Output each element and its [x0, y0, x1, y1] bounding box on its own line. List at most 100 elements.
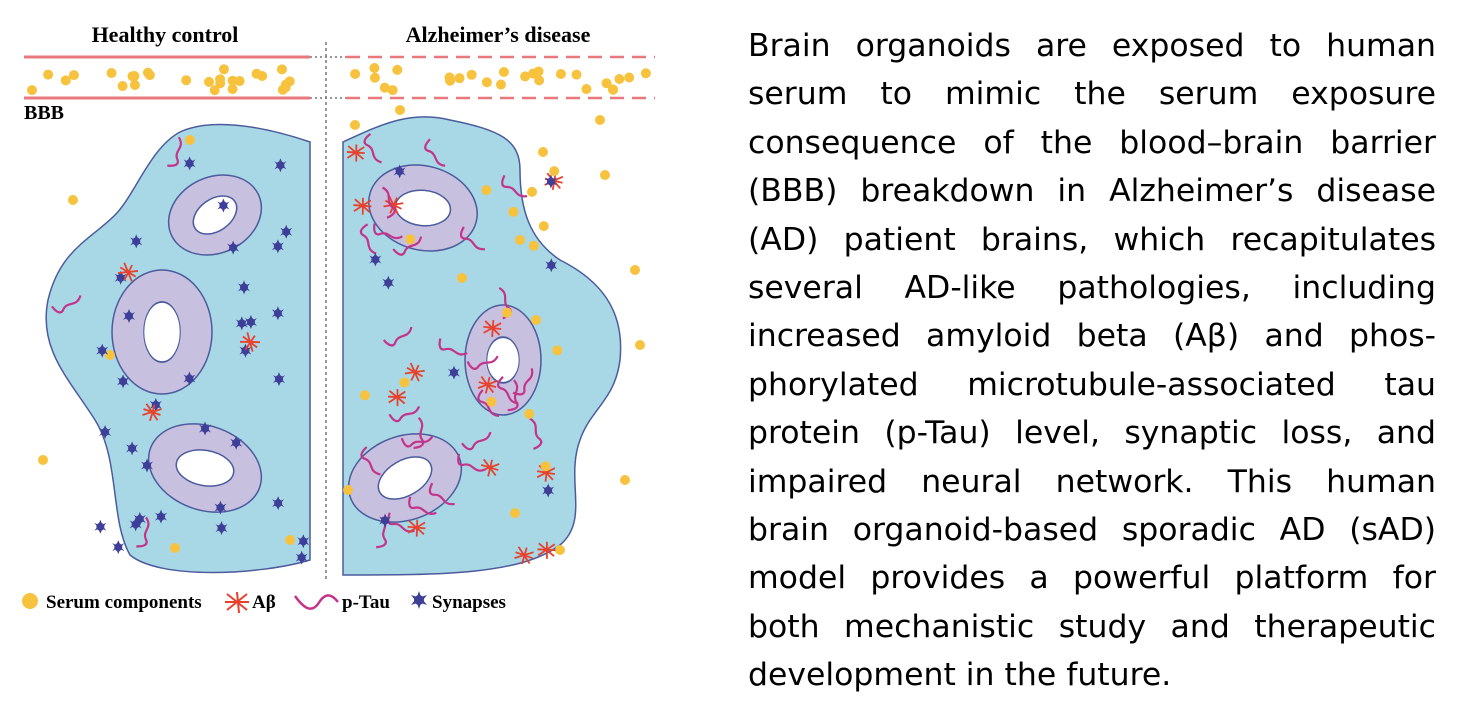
serum-dot [509, 508, 520, 519]
serum-dot [552, 345, 563, 356]
ptau-mark [457, 453, 486, 472]
description-line: Brain organoids are exposed to human [748, 28, 1436, 64]
ptau-mark [373, 223, 403, 240]
abeta-stroke [355, 144, 358, 162]
abeta-stroke [415, 519, 419, 537]
synapse-mark [227, 240, 240, 255]
synapse-mark [393, 164, 406, 179]
synapse-spikes [96, 343, 109, 358]
synapse-spikes [235, 316, 248, 331]
synapse-spikes [273, 372, 286, 387]
synapse-spikes [280, 224, 293, 239]
serum-dot [392, 64, 403, 75]
synapse-spikes [542, 483, 555, 498]
ptau-mark [387, 512, 415, 533]
synapse-spikes [271, 239, 284, 254]
synapse-mark [274, 158, 287, 173]
serum-dot [405, 234, 416, 245]
description-paragraph: Brain organoids are exposed to human seru… [748, 22, 1436, 699]
synapse-mark [544, 174, 557, 189]
alzheimers-organoid-diagram: Healthy control Alzheimer’s disease BBB … [0, 0, 700, 700]
serum-dot [486, 396, 497, 407]
synapse-spikes [94, 519, 107, 534]
serum-dot [343, 485, 353, 495]
synapse-mark [297, 534, 310, 549]
serum-dot [218, 64, 229, 75]
legend: Serum components Aβ p-Tau Synapses [22, 591, 506, 614]
serum-dot [540, 461, 551, 472]
description-line: phorylated microtubule-associated tau [748, 366, 1436, 403]
synapse-spikes [183, 371, 196, 386]
synapse-spikes [239, 343, 252, 358]
synapse-spikes [122, 309, 135, 324]
serum-dot [350, 68, 361, 79]
ptau-mark [392, 236, 423, 256]
description-line: (AD) patient brains, which recapitulates [748, 221, 1436, 258]
abeta-stroke [123, 264, 133, 281]
synapse-mark [295, 550, 308, 565]
ptau-mark [512, 368, 534, 396]
ptau-mark [438, 338, 468, 356]
synapse-mark [545, 258, 558, 273]
synapse-mark [369, 252, 382, 267]
diagram-svg: Healthy control Alzheimer’s disease BBB … [22, 22, 655, 614]
serum-dot [38, 455, 48, 465]
synapse-mark [280, 224, 293, 239]
serum-dot [515, 235, 525, 245]
serum-dot [68, 195, 78, 205]
synapse-mark [217, 198, 230, 213]
legend-synapses-label: Synapses [432, 592, 506, 613]
description-line: brain organoid-based sporadic AD (sAD) [748, 511, 1436, 548]
serum-dot [105, 350, 115, 360]
serum-dot [369, 63, 380, 74]
cell [147, 423, 263, 513]
ptau-mark [424, 138, 446, 167]
serum-dot [284, 76, 295, 87]
abeta-mark [239, 332, 261, 352]
abeta-mark [353, 197, 372, 215]
serum-dot [257, 70, 268, 81]
synapse-mark [379, 513, 392, 528]
synapse-mark [94, 519, 107, 534]
ptau-mark [388, 405, 421, 423]
serum-dot [369, 72, 380, 83]
abeta-stroke [361, 197, 364, 215]
synapse-mark [141, 458, 154, 473]
description-line: several AD-like pathologies, including [748, 269, 1436, 306]
synapse-mark [238, 280, 251, 295]
cell [111, 269, 213, 395]
abeta-icon [225, 591, 249, 614]
serum-dot [170, 543, 180, 553]
serum-dot [142, 67, 153, 78]
synapse-spikes [274, 158, 287, 173]
ptau-mark [400, 435, 434, 448]
abeta-mark [407, 519, 426, 537]
abeta-stroke [410, 364, 420, 381]
synapse-mark [214, 500, 227, 515]
synapse-spikes [112, 540, 125, 555]
synapse-mark [215, 521, 228, 536]
serum-dot [549, 166, 560, 177]
description-line: development in the future. [748, 657, 1172, 694]
description-line: serum to mimic the serum exposure [748, 76, 1436, 113]
serum-dot [185, 135, 195, 145]
serum-dot [399, 377, 410, 388]
alzheimers-disease-title: Alzheimer’s disease [406, 22, 591, 47]
serum-dot [630, 265, 640, 275]
ptau-mark [363, 132, 382, 164]
serum-dot [444, 72, 455, 83]
synapse-mark [271, 306, 284, 321]
synapse-mark [382, 275, 395, 290]
serum-dot [234, 76, 245, 87]
serum-dot [608, 84, 619, 95]
serum-dot-icon [22, 593, 38, 609]
ptau-mark [359, 223, 377, 255]
cell [464, 304, 542, 416]
cell-lumen [486, 336, 520, 384]
serum-dot [640, 68, 651, 79]
serum-dot [106, 68, 117, 79]
synapse-spikes [133, 512, 146, 527]
serum-dot [277, 84, 288, 95]
serum-dot [27, 85, 38, 96]
legend-serum-label: Serum components [46, 592, 202, 613]
